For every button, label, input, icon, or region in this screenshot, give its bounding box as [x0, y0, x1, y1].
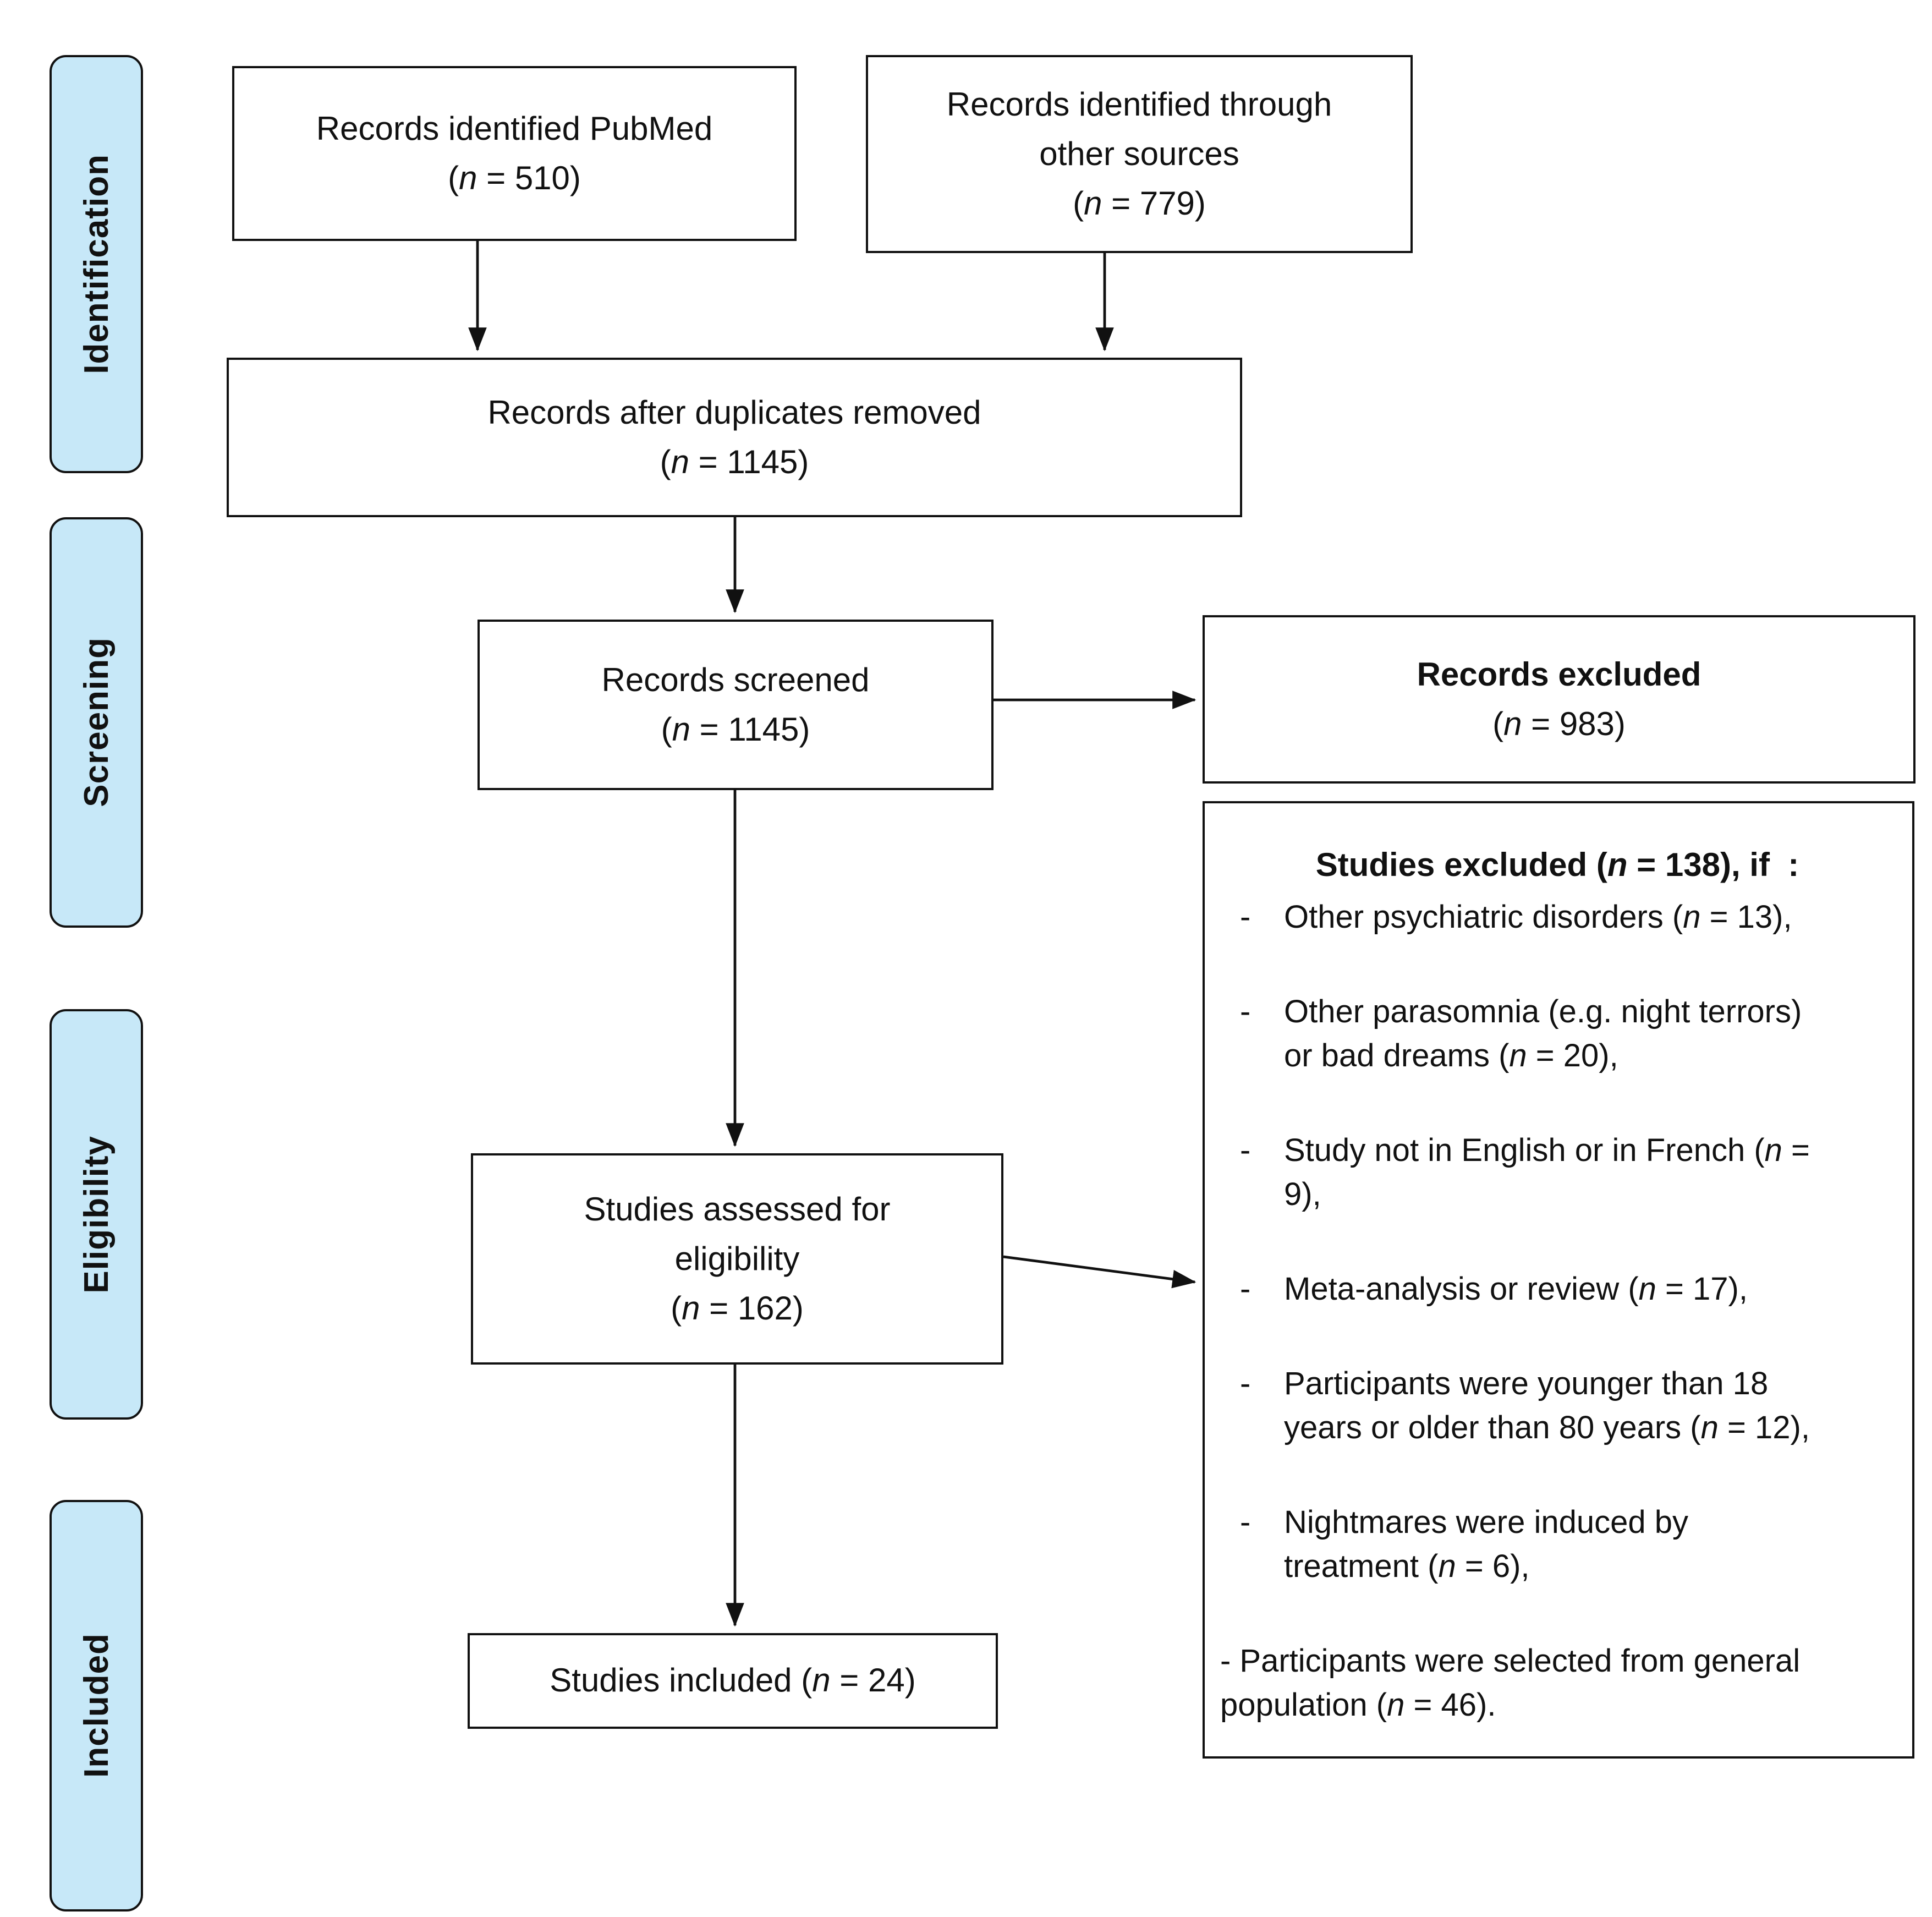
studies-excluded-footer: - Participants were selected from genera…	[1220, 1644, 1801, 1723]
studies-excluded-item-text: Other psychiatric disorders (n = 13),	[1284, 900, 1792, 935]
stage-eligibility: Eligibility	[50, 1009, 143, 1420]
stage-screening-label: Screening	[76, 637, 115, 808]
studies-excluded-item: - Meta-analysis or review (n = 17),	[1220, 1268, 1895, 1312]
stage-screening: Screening	[50, 517, 143, 928]
studies-excluded-item: - Other parasomnia (e.g. night terrors)o…	[1220, 990, 1895, 1078]
stage-included: Included	[50, 1500, 143, 1911]
box-records-excluded: Records excluded(n = 983)	[1203, 615, 1915, 784]
studies-excluded-title: Studies excluded (n = 138), if :	[1315, 847, 1799, 884]
studies-excluded-item: - Study not in English or in French (n =…	[1220, 1129, 1895, 1217]
studies-excluded-item: - Other psychiatric disorders (n = 13),	[1220, 896, 1895, 940]
dash-bullet: -	[1240, 1367, 1251, 1402]
box-records-after-duplicates-removed-text: Records after duplicates removed(n = 114…	[487, 395, 981, 480]
studies-excluded-item-text: Other parasomnia (e.g. night terrors)or …	[1284, 995, 1802, 1074]
box-studies-excluded: Studies excluded (n = 138), if : - Other…	[1203, 801, 1914, 1759]
stage-included-label: Included	[76, 1633, 115, 1778]
box-records-screened: Records screened(n = 1145)	[477, 620, 994, 790]
studies-excluded-item-text: Study not in English or in French (n =9)…	[1284, 1133, 1810, 1213]
stage-identification: Identification	[50, 55, 143, 473]
stage-identification-label: Identification	[76, 154, 115, 374]
studies-excluded-item-text: Meta-analysis or review (n = 17),	[1284, 1272, 1748, 1307]
box-studies-included: Studies included (n = 24)	[468, 1633, 998, 1729]
dash-bullet: -	[1240, 1133, 1251, 1169]
box-records-identified-pubmed: Records identified PubMed(n = 510)	[232, 66, 797, 241]
box-records-screened-text: Records screened(n = 1145)	[601, 662, 870, 748]
stage-eligibility-label: Eligibility	[76, 1135, 115, 1294]
box-records-identified-pubmed-text: Records identified PubMed(n = 510)	[316, 111, 713, 196]
box-records-excluded-text: Records excluded(n = 983)	[1417, 656, 1702, 742]
studies-excluded-body: Studies excluded (n = 138), if : - Other…	[1205, 803, 1912, 1728]
dash-bullet: -	[1240, 900, 1251, 935]
box-records-after-duplicates-removed: Records after duplicates removed(n = 114…	[227, 358, 1242, 517]
dash-bullet: -	[1240, 1505, 1251, 1541]
box-studies-included-text: Studies included (n = 24)	[550, 1663, 916, 1699]
dash-bullet: -	[1240, 995, 1251, 1030]
dash-bullet: -	[1240, 1272, 1251, 1307]
arrow-assessed-to-studies-excluded	[1003, 1255, 1196, 1289]
studies-excluded-list: - Other psychiatric disorders (n = 13), …	[1220, 896, 1895, 1589]
